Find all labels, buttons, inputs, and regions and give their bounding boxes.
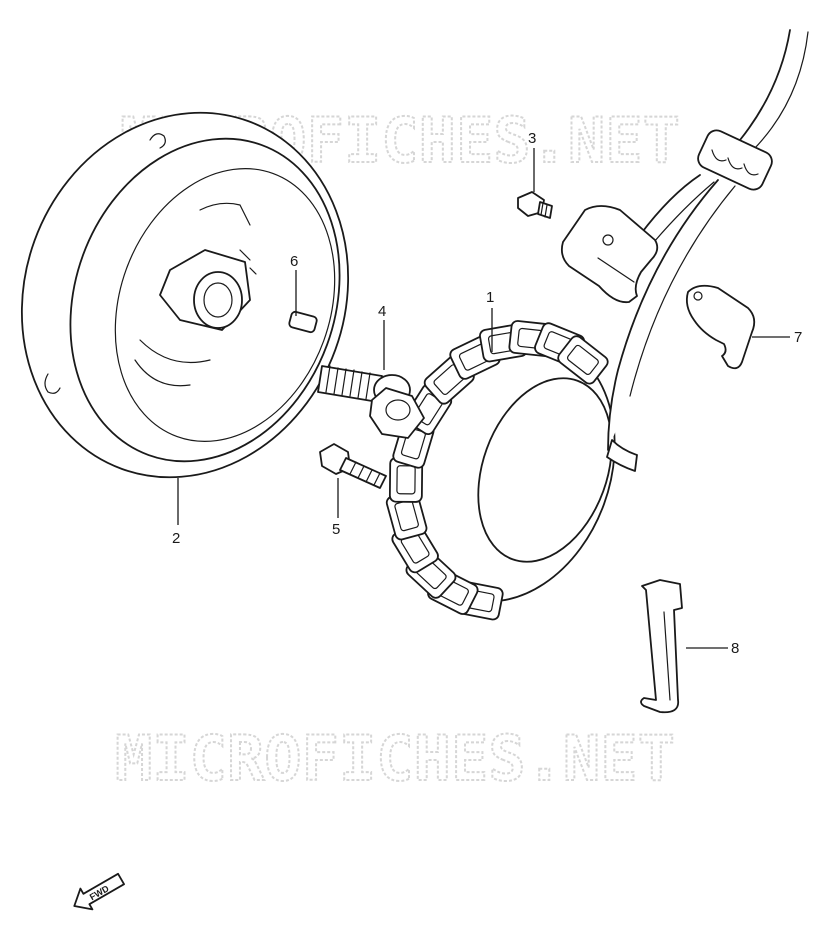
pickup-screw xyxy=(517,191,553,219)
pickup-coil xyxy=(560,205,659,304)
callout-1: 1 xyxy=(486,289,494,306)
flywheel-rotor xyxy=(20,111,350,479)
stator-bolt xyxy=(319,443,387,489)
wire-bracket xyxy=(640,579,683,714)
rotor-bolt xyxy=(317,365,425,439)
callout-4: 4 xyxy=(378,303,386,320)
stator-pole-face xyxy=(400,427,426,460)
callout-6: 6 xyxy=(290,253,298,270)
callout-8: 8 xyxy=(731,640,739,657)
fwd-arrow-icon: FWD xyxy=(73,872,125,911)
wire-harness xyxy=(606,29,809,472)
callout-3: 3 xyxy=(528,130,536,147)
wire-clamp xyxy=(685,284,756,370)
callout-2: 2 xyxy=(172,530,180,547)
leader-lines xyxy=(177,148,790,649)
stator-pole-face xyxy=(566,344,599,376)
callout-5: 5 xyxy=(332,521,340,538)
stator-pole-face xyxy=(396,465,416,495)
watermark-bottom: MICROFICHES.NET xyxy=(115,722,675,795)
callout-7: 7 xyxy=(794,329,802,346)
stator-coil xyxy=(385,320,616,621)
stator-pole xyxy=(557,335,609,385)
